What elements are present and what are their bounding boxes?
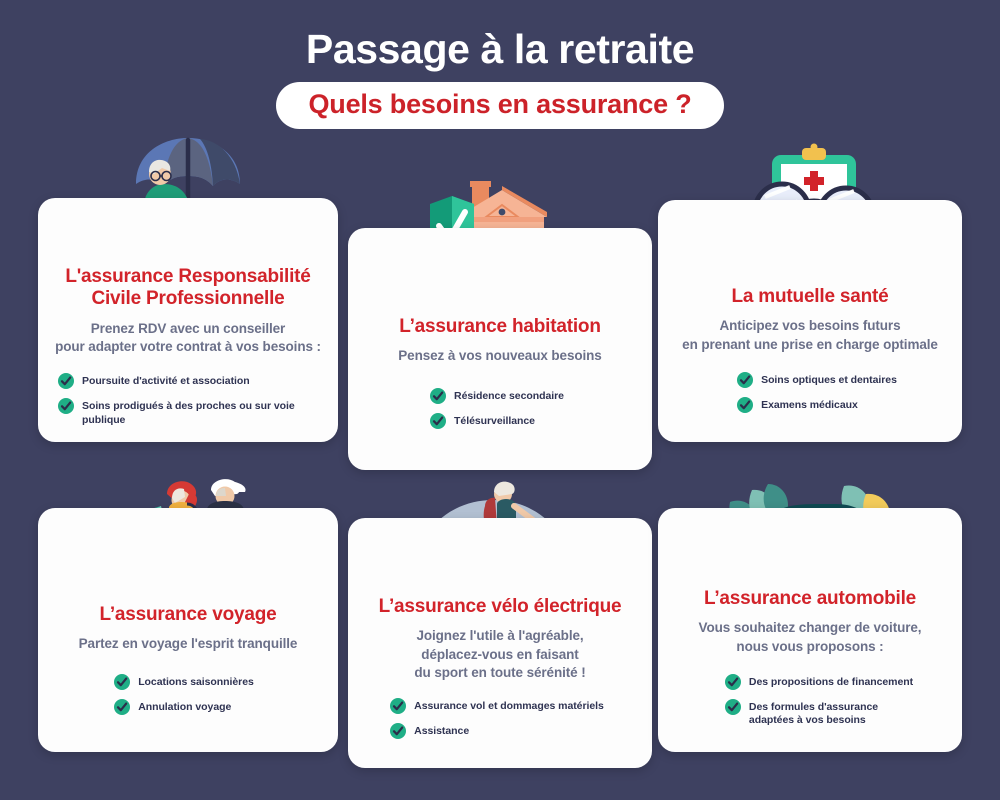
card-voyage[interactable]: L’assurance voyage Partez en voyage l'es… <box>38 508 338 752</box>
card-subtitle-line2: pour adapter votre contrat à vos besoins… <box>55 339 321 355</box>
card-title: La mutuelle santé <box>731 286 888 308</box>
card-title: L'assurance Responsabilité Civile Profes… <box>65 266 311 311</box>
check-circle-icon <box>430 387 447 404</box>
card-title: L’assurance automobile <box>704 588 916 610</box>
card-subtitle-line1: Partez en voyage l'esprit tranquille <box>78 636 298 652</box>
card-title-line1: L’assurance vélo électrique <box>378 596 622 617</box>
card-title-line1: L'assurance Responsabilité <box>65 266 311 287</box>
check-circle-icon <box>724 698 741 715</box>
bullet-list: Poursuite d'activité et association Soin… <box>58 373 324 427</box>
card-habitation[interactable]: L’assurance habitation Pensez à vos nouv… <box>348 228 652 470</box>
check-circle-icon <box>114 698 131 715</box>
card-subtitle-line2: déplacez-vous en faisant <box>421 646 579 662</box>
list-item-label: Des formules d'assurance adaptées à vos … <box>749 699 878 728</box>
card-subtitle: Partez en voyage l'esprit tranquille <box>79 635 298 653</box>
card-title-line1: La mutuelle santé <box>731 286 889 307</box>
list-item: Soins prodigués à des proches ou sur voi… <box>58 398 324 427</box>
card-velo-electrique[interactable]: L’assurance vélo électrique Joignez l'ut… <box>348 518 652 768</box>
check-circle-icon <box>724 673 741 690</box>
card-subtitle: Pensez à vos nouveaux besoins <box>398 347 602 365</box>
list-item: Assistance <box>390 723 604 740</box>
card-subtitle: Anticipez vos besoins futurs en prenant … <box>682 317 938 353</box>
list-item-label: Poursuite d'activité et association <box>82 375 250 388</box>
card-subtitle-line3: du sport en toute sérénité ! <box>414 664 586 680</box>
list-item-label: Assistance <box>414 725 470 738</box>
subtitle-pill-wrap: Quels besoins en assurance ? <box>0 82 1000 130</box>
card-subtitle-line1: Pensez à vos nouveaux besoins <box>398 348 602 364</box>
check-circle-icon <box>430 412 447 429</box>
check-circle-icon <box>58 373 74 390</box>
card-subtitle-line2: en prenant une prise en charge optimale <box>682 336 938 352</box>
bullet-list: Locations saisonnières Annulation voyage <box>114 673 254 715</box>
list-item-label: Résidence secondaire <box>454 389 564 402</box>
list-item-label-line2: adaptées à vos besoins <box>748 714 866 727</box>
list-item: Annulation voyage <box>114 698 254 715</box>
list-item-label: Des propositions de financement <box>748 675 914 688</box>
list-item-label: Examens médicaux <box>761 398 858 411</box>
card-title: L’assurance habitation <box>399 316 601 338</box>
card-automobile[interactable]: L’assurance automobile Vous souhaitez ch… <box>658 508 962 752</box>
list-item: Examens médicaux <box>737 396 897 413</box>
subtitle-pill: Quels besoins en assurance ? <box>276 82 724 130</box>
list-item: Locations saisonnières <box>114 673 254 690</box>
bullet-list: Résidence secondaire Télésurveillance <box>430 387 564 429</box>
card-title-line1: L’assurance habitation <box>399 316 601 337</box>
card-subtitle: Prenez RDV avec un conseiller pour adapt… <box>55 320 321 356</box>
check-circle-icon <box>58 398 74 415</box>
card-subtitle-line1: Anticipez vos besoins futurs <box>719 318 901 334</box>
check-circle-icon <box>737 396 754 413</box>
card-rc-professionnelle[interactable]: L'assurance Responsabilité Civile Profes… <box>38 198 338 442</box>
list-item-label-line1: Des formules d'assurance <box>748 700 879 713</box>
list-item-label: Annulation voyage <box>138 700 232 713</box>
card-title-line1: L’assurance voyage <box>99 604 277 625</box>
card-subtitle: Joignez l'utile à l'agréable, déplacez-v… <box>414 627 585 682</box>
card-title-line1: L’assurance automobile <box>703 588 917 609</box>
header: Passage à la retraite Quels besoins en a… <box>0 0 1000 130</box>
bullet-list: Soins optiques et dentaires Examens médi… <box>737 371 897 413</box>
card-subtitle-line1: Vous souhaitez changer de voiture, <box>698 620 922 636</box>
list-item: Des propositions de financement <box>724 673 914 690</box>
check-circle-icon <box>737 371 754 388</box>
list-item: Assurance vol et dommages matériels <box>390 698 604 715</box>
list-item-label: Locations saisonnières <box>138 675 254 688</box>
list-item: Résidence secondaire <box>430 387 564 404</box>
list-item-label: Assurance vol et dommages matériels <box>414 700 604 713</box>
card-title: L’assurance voyage <box>99 604 276 626</box>
list-item: Soins optiques et dentaires <box>737 371 897 388</box>
page-title: Passage à la retraite <box>305 26 695 72</box>
list-item-label: Télésurveillance <box>454 414 535 427</box>
list-item: Télésurveillance <box>430 412 564 429</box>
check-circle-icon <box>390 698 407 715</box>
check-circle-icon <box>114 673 131 690</box>
list-item-label: Soins prodigués à des proches ou sur voi… <box>82 400 295 426</box>
card-subtitle-line1: Prenez RDV avec un conseiller <box>90 320 286 336</box>
card-subtitle-line2: nous vous proposons : <box>736 638 884 654</box>
check-circle-icon <box>390 723 407 740</box>
card-subtitle-line1: Joignez l'utile à l'agréable, <box>416 628 584 644</box>
bullet-list: Assurance vol et dommages matériels Assi… <box>390 698 604 740</box>
card-title-line2: Civile Professionnelle <box>91 288 285 310</box>
card-subtitle: Vous souhaitez changer de voiture, nous … <box>699 619 922 655</box>
card-mutuelle-sante[interactable]: La mutuelle santé Anticipez vos besoins … <box>658 200 962 442</box>
list-item-label: Soins optiques et dentaires <box>761 373 897 386</box>
card-title: L’assurance vélo électrique <box>379 596 622 618</box>
list-item: Des formules d'assurance adaptées à vos … <box>724 698 913 728</box>
list-item: Poursuite d'activité et association <box>58 373 324 390</box>
bullet-list: Des propositions de financement Des form… <box>724 673 914 728</box>
